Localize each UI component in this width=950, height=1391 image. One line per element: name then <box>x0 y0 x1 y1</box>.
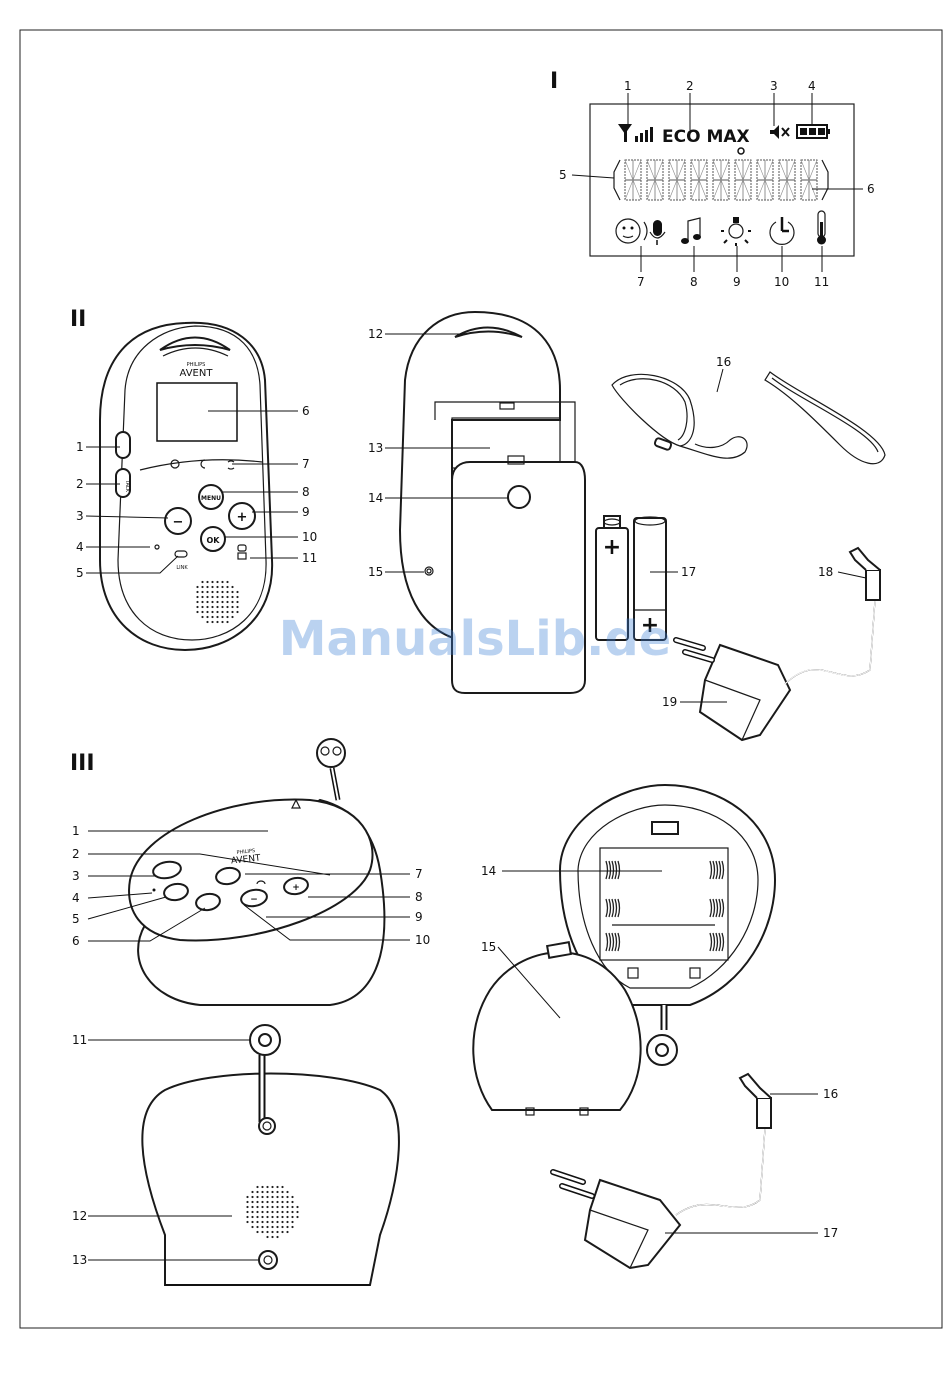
callout-I-4: 4 <box>808 79 816 93</box>
callout-III-6: 6 <box>72 934 80 948</box>
section-label-II: II <box>70 307 86 332</box>
callout-I-6: 6 <box>867 182 875 196</box>
callout-III-1: 1 <box>72 824 80 838</box>
callout-I-9: 9 <box>733 275 741 289</box>
callout-II-10: 10 <box>302 530 317 544</box>
callout-II-1: 1 <box>76 440 84 454</box>
callout-II-12: 12 <box>368 327 383 341</box>
callout-II-7: 7 <box>302 457 310 471</box>
parent-power-adapter <box>676 548 880 740</box>
watermark: ManualsLib.de <box>279 611 671 667</box>
callout-I-8: 8 <box>690 275 698 289</box>
battery-1-plus: + <box>603 535 621 560</box>
baby-unit-front: PHILIPS AVENT + − <box>129 739 384 1005</box>
callout-I-1: 1 <box>624 79 632 93</box>
callout-I-3: 3 <box>770 79 778 93</box>
callout-III-2: 2 <box>72 847 80 861</box>
baby-minus-button-label: − <box>250 895 258 905</box>
section-label-I: I <box>550 69 558 94</box>
callout-II-15: 15 <box>368 565 383 579</box>
callout-III-5: 5 <box>72 912 80 926</box>
callout-II-19: 19 <box>662 695 677 709</box>
callout-II-4: 4 <box>76 540 84 554</box>
callout-III-14: 14 <box>481 864 496 878</box>
talk-label: TALK <box>124 479 130 493</box>
parent-screen <box>157 383 237 441</box>
callout-I-10: 10 <box>774 275 789 289</box>
callout-II-9: 9 <box>302 505 310 519</box>
callout-I-2: 2 <box>686 79 694 93</box>
parent-plus-button-label: + <box>237 510 248 525</box>
parent-menu-button-label: MENU <box>201 495 221 502</box>
callout-III-11: 11 <box>72 1033 87 1047</box>
callout-I-11: 11 <box>814 275 829 289</box>
parent-minus-button-label: − <box>173 515 184 530</box>
baby-plus-button-label: + <box>292 883 300 893</box>
callout-III-7: 7 <box>415 867 423 881</box>
callout-III-13: 13 <box>72 1253 87 1267</box>
parent-unit-front: PHILIPS AVENT TALK MENU − + OK LINK <box>100 323 272 650</box>
callout-II-2: 2 <box>76 477 84 491</box>
callout-I-7: 7 <box>637 275 645 289</box>
parent-link-label: LINK <box>176 565 188 571</box>
callout-II-8: 8 <box>302 485 310 499</box>
parent-ok-button-label: OK <box>207 536 221 545</box>
callout-II-6: 6 <box>302 404 310 418</box>
baby-unit-back <box>142 1025 399 1285</box>
callout-III-17: 17 <box>823 1226 838 1240</box>
callout-II-5: 5 <box>76 566 84 580</box>
callout-III-12: 12 <box>72 1209 87 1223</box>
callout-III-15: 15 <box>481 940 496 954</box>
callout-II-16: 16 <box>716 355 731 369</box>
callout-II-14: 14 <box>368 491 383 505</box>
callout-III-8: 8 <box>415 890 423 904</box>
eco-max-indicator: ECO MAX <box>662 127 750 147</box>
callout-II-3: 3 <box>76 509 84 523</box>
callout-III-4: 4 <box>72 891 80 905</box>
callout-I-5: 5 <box>559 168 567 182</box>
parent-speaker-grille <box>196 581 238 623</box>
callout-III-3: 3 <box>72 869 80 883</box>
callout-II-11: 11 <box>302 551 317 565</box>
callout-II-13: 13 <box>368 441 383 455</box>
callout-III-16: 16 <box>823 1087 838 1101</box>
neck-strap <box>612 372 885 464</box>
callout-II-18: 18 <box>818 565 833 579</box>
parent-brand-avent: AVENT <box>180 368 214 379</box>
callout-III-10: 10 <box>415 933 430 947</box>
callout-III-9: 9 <box>415 910 423 924</box>
callout-II-17: 17 <box>681 565 696 579</box>
section-label-III: III <box>70 751 95 776</box>
